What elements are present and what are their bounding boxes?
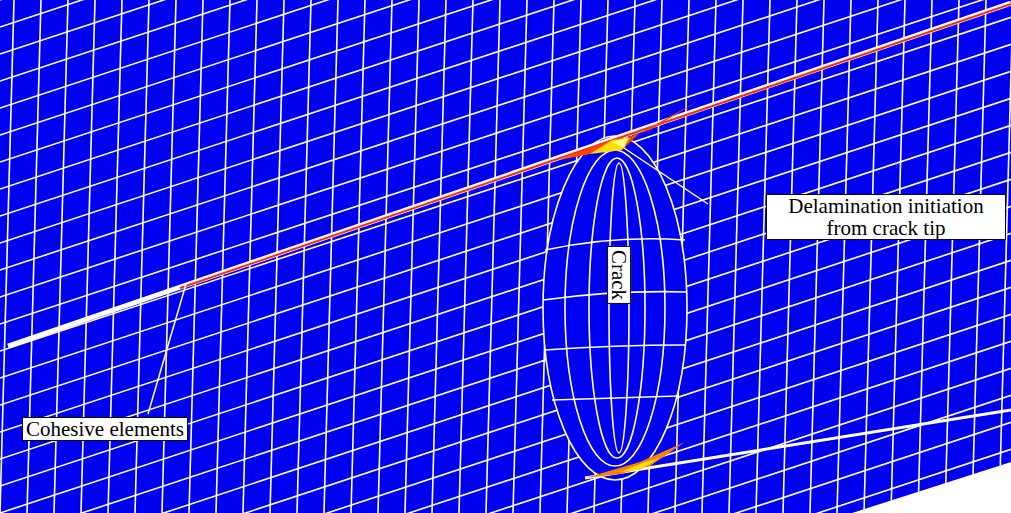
mesh-line bbox=[243, 0, 257, 513]
mesh-line bbox=[405, 0, 419, 513]
mesh-line bbox=[918, 0, 932, 513]
mesh-line bbox=[0, 314, 1011, 513]
mesh-line bbox=[891, 0, 905, 513]
mesh-line bbox=[972, 0, 986, 513]
mesh-line bbox=[756, 0, 770, 513]
mesh-line bbox=[297, 0, 311, 513]
callout-label: Cohesive elements bbox=[22, 417, 188, 441]
mesh-line bbox=[999, 0, 1011, 513]
mesh-line bbox=[0, 152, 1011, 486]
mesh-line bbox=[0, 449, 1011, 513]
mesh-line bbox=[378, 0, 392, 513]
mesh-line bbox=[0, 17, 1011, 351]
mesh-line bbox=[189, 0, 203, 513]
mesh-line bbox=[945, 0, 959, 513]
mesh-line bbox=[0, 98, 1011, 432]
mesh-line bbox=[0, 44, 1011, 378]
crack-region bbox=[543, 136, 687, 480]
mesh-line bbox=[324, 0, 338, 513]
mesh-line bbox=[0, 368, 1011, 513]
mesh-line bbox=[729, 0, 743, 513]
mesh-line bbox=[0, 71, 1011, 405]
mesh-line bbox=[0, 476, 1011, 513]
mesh-line bbox=[0, 179, 1011, 513]
callout-label: Delamination initiation from crack tip bbox=[766, 194, 1006, 240]
mesh-line bbox=[0, 233, 1011, 513]
mesh-line bbox=[0, 503, 1011, 513]
mesh-line bbox=[513, 0, 527, 513]
mesh-line bbox=[0, 0, 1011, 162]
mesh-line bbox=[810, 0, 824, 513]
mesh-line bbox=[0, 206, 1011, 513]
cohesive-layer bbox=[8, 3, 1011, 478]
mesh-line bbox=[432, 0, 446, 513]
mesh-line bbox=[864, 0, 878, 513]
mesh-line bbox=[216, 0, 230, 513]
callout-label: Crack bbox=[607, 246, 631, 304]
mesh-line bbox=[0, 0, 1011, 324]
mesh-line bbox=[702, 0, 716, 513]
mesh-line bbox=[486, 0, 500, 513]
leader-lines bbox=[148, 148, 708, 414]
mesh-line bbox=[0, 0, 1011, 54]
mesh-line bbox=[459, 0, 473, 513]
mesh-line bbox=[0, 395, 1011, 513]
mesh-line bbox=[351, 0, 365, 513]
mesh-line bbox=[0, 341, 1011, 513]
